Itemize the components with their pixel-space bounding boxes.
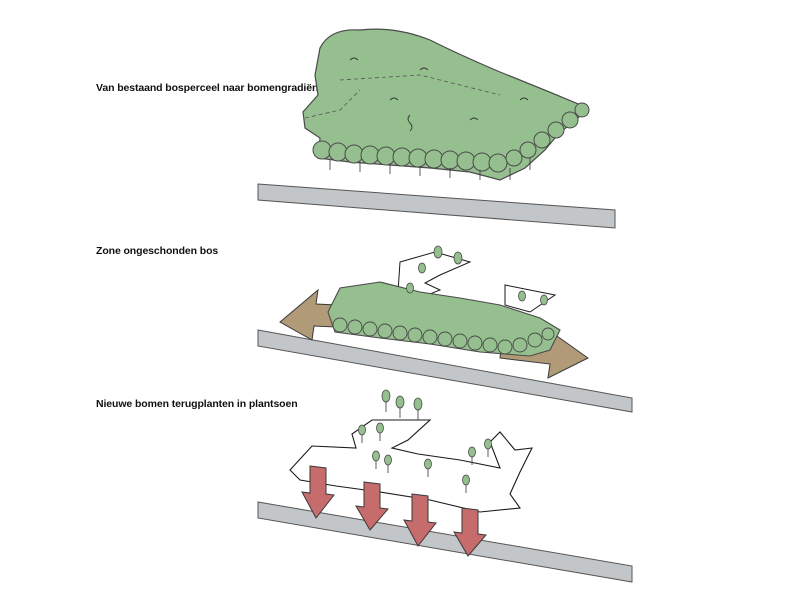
replant-arrows: [301, 465, 487, 557]
forest-canopy: [302, 28, 590, 181]
forest-inner-boundary: [304, 74, 501, 119]
forest-trunks: [329, 158, 531, 180]
replant-arrow-1: [301, 465, 335, 519]
step2-illustration: [257, 245, 633, 413]
caption-replant-trees: Nieuwe bomen terugplanten in plantsoen: [96, 398, 298, 410]
forest-edge-trees: [312, 102, 590, 173]
road-3: [257, 501, 633, 583]
replanted-trees: [358, 389, 492, 486]
replanted-trunks: [361, 402, 489, 493]
canopy-scribbles: [349, 57, 529, 132]
scattered-trees-2: [406, 245, 548, 306]
forest-zone-edge: [332, 317, 555, 355]
step1-illustration: [257, 28, 616, 229]
replant-arrow-4: [453, 507, 487, 557]
road-1: [257, 183, 616, 229]
replant-arrow-2: [355, 481, 389, 531]
step3-illustration: [257, 389, 633, 583]
caption-untouched-forest-zone: Zone ongeschonden bos: [96, 245, 219, 257]
caption-existing-forest: Van bestaand bosperceel naar bomengradië…: [96, 82, 322, 94]
road-2: [257, 329, 633, 413]
replant-arrow-3: [403, 493, 437, 547]
